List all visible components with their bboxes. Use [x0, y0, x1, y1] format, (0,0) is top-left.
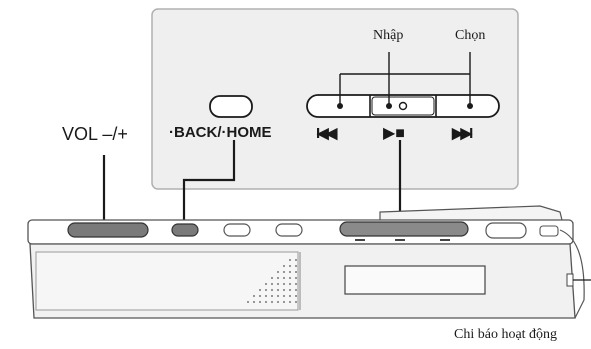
speaker-grille	[247, 259, 297, 303]
back-home-button[interactable]	[171, 223, 199, 237]
status-indicator-label: Chi báo hoạt động	[454, 327, 558, 342]
forward-icon: ▶▶I	[452, 125, 473, 142]
device-button-blank-1[interactable]	[223, 223, 251, 237]
vol-label: VOL –/+	[62, 124, 128, 144]
device-button-blank-2[interactable]	[275, 223, 303, 237]
status-indicator-led	[566, 273, 574, 287]
display-window	[344, 265, 486, 295]
transport-button[interactable]	[339, 221, 469, 237]
back-home-label: ·BACK/·HOME	[169, 124, 272, 141]
play-stop-icon: ▶■	[383, 125, 405, 142]
back-home-button-zoom[interactable]	[209, 95, 253, 118]
rewind-icon: I◀◀	[316, 125, 337, 142]
device-button-end[interactable]	[539, 225, 559, 237]
device-button-right[interactable]	[485, 222, 527, 239]
nhap-label: Nhập	[373, 28, 404, 43]
recorder-device	[27, 205, 591, 319]
chon-label: Chọn	[455, 28, 486, 43]
vol-button[interactable]	[67, 222, 149, 238]
callout-lines	[339, 52, 471, 106]
transport-button-zoom[interactable]	[306, 94, 500, 118]
button-zoom-panel	[151, 8, 519, 190]
